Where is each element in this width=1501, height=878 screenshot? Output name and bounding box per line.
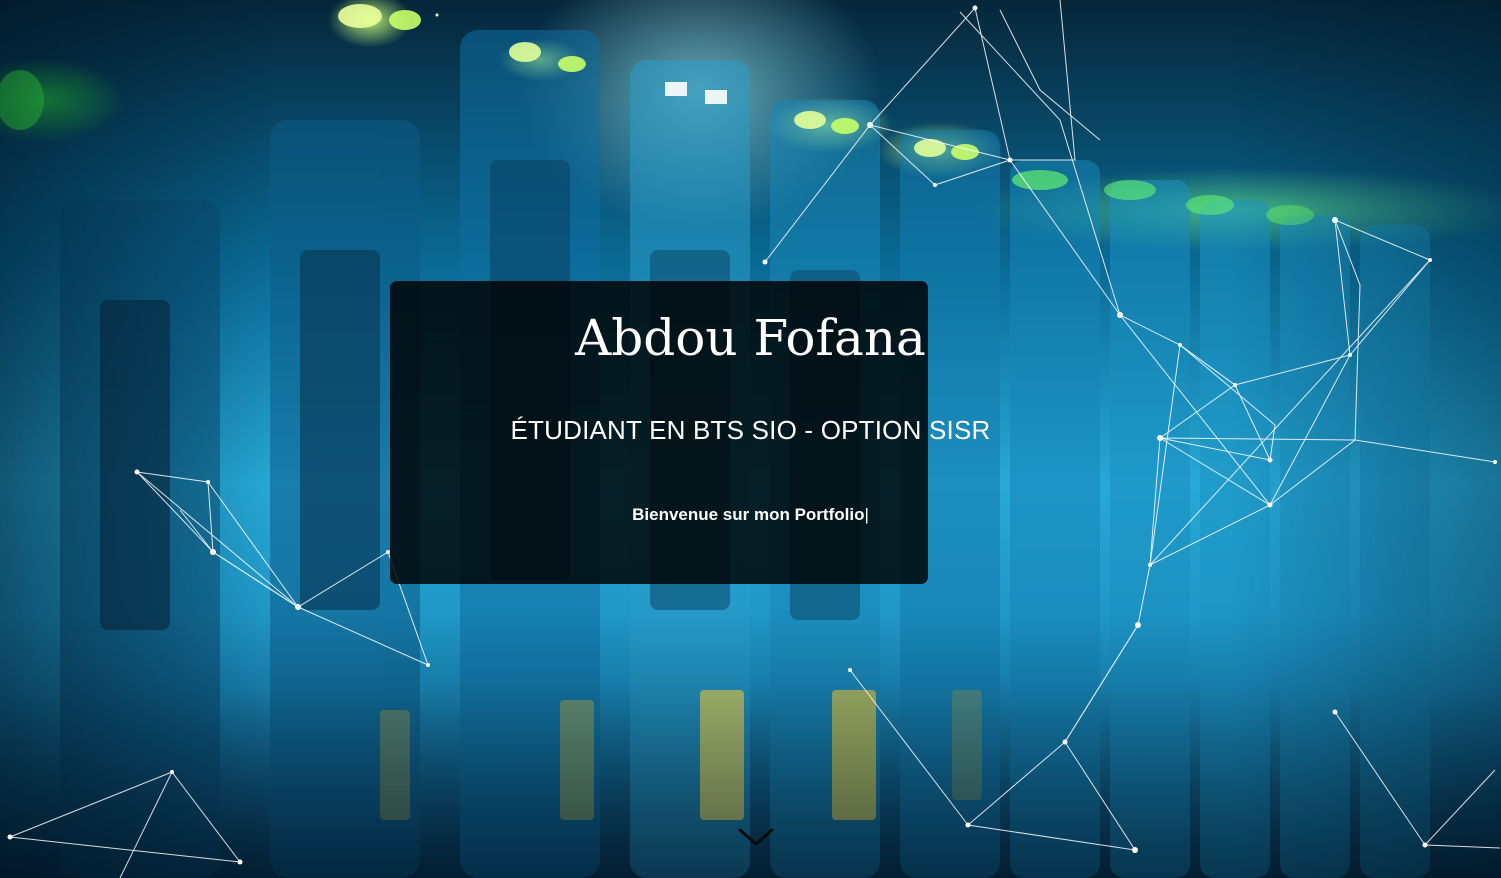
typing-cursor: | bbox=[864, 505, 869, 524]
scroll-down-button[interactable] bbox=[736, 826, 776, 854]
welcome-text: Bienvenue sur mon Portfolio bbox=[632, 505, 865, 524]
intro-card bbox=[390, 281, 928, 584]
hero-name: Abdou Fofana bbox=[575, 309, 926, 367]
chevron-down-icon bbox=[738, 828, 774, 846]
typing-welcome-text: Bienvenue sur mon Portfolio| bbox=[0, 503, 1501, 527]
hero-subtitle: ÉTUDIANT EN BTS SIO - OPTION SISR bbox=[510, 415, 991, 445]
